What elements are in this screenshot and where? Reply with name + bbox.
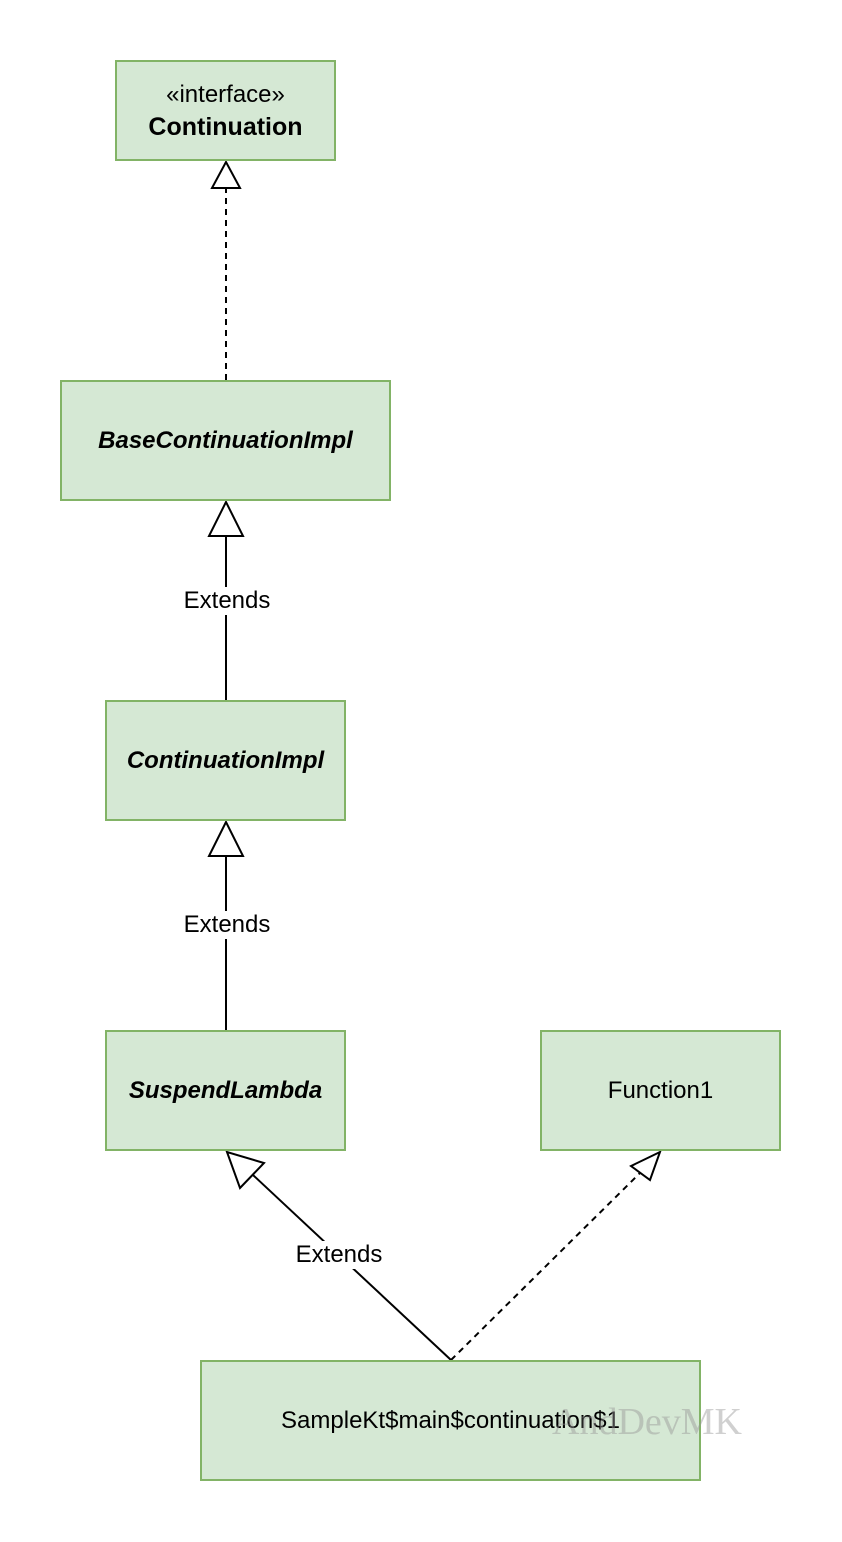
edge-sample-implements-function1 — [450, 1150, 662, 1361]
edge-label-extends: Extends — [181, 587, 273, 615]
node-function1[interactable]: Function1 — [540, 1030, 781, 1151]
node-sample-kt[interactable]: SampleKt$main$continuation$1 — [200, 1360, 701, 1481]
node-continuation-impl[interactable]: ContinuationImpl — [105, 700, 346, 821]
edge-base-implements-continuation — [210, 159, 242, 380]
node-suspend-lambda[interactable]: SuspendLambda — [105, 1030, 346, 1151]
class-name: SuspendLambda — [128, 1076, 323, 1104]
node-continuation[interactable]: «interface» Continuation — [115, 60, 336, 161]
class-name: Continuation — [148, 112, 303, 141]
class-name: BaseContinuationImpl — [98, 426, 353, 454]
node-base-continuation-impl[interactable]: BaseContinuationImpl — [60, 380, 391, 501]
edge-label-extends: Extends — [293, 1241, 385, 1269]
class-name: Function1 — [607, 1076, 714, 1104]
edge-continuation-impl-extends-base — [207, 499, 245, 700]
class-name: ContinuationImpl — [126, 746, 325, 774]
edge-label-extends: Extends — [181, 911, 273, 939]
class-name: SampleKt$main$continuation$1 — [281, 1406, 620, 1434]
stereotype-label: «interface» — [166, 80, 285, 108]
edge-suspend-lambda-extends-continuation-impl — [207, 819, 245, 1030]
